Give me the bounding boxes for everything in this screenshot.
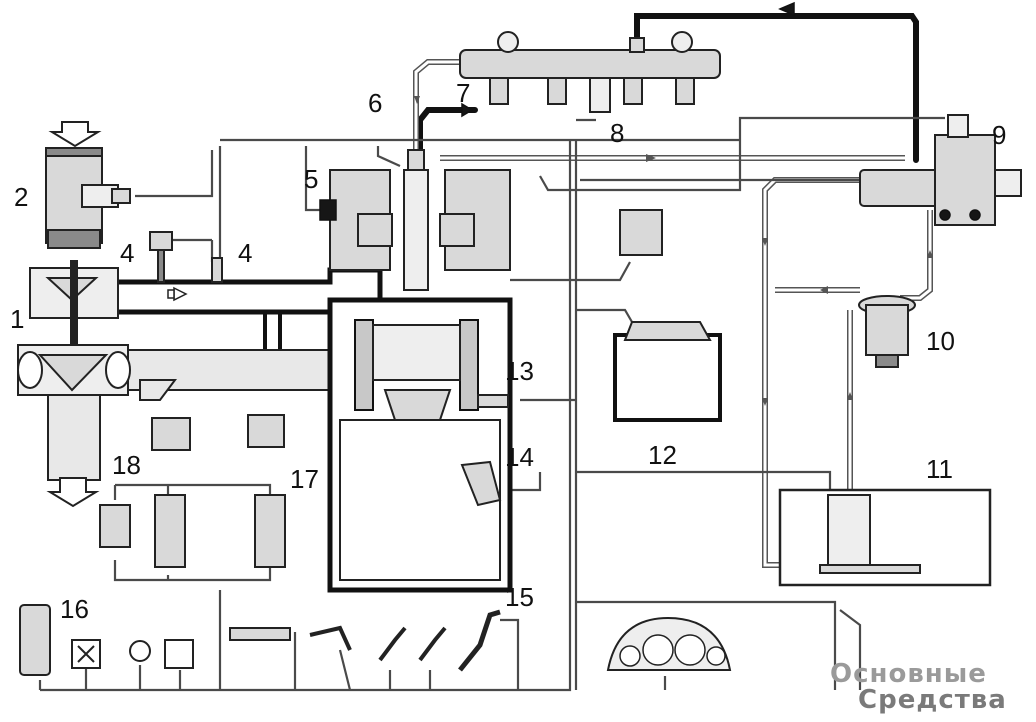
fuel-tank [778, 488, 992, 587]
air-mass-meter [45, 121, 131, 249]
crankshaft-speed-sensor [460, 460, 502, 507]
boost-pressure-sensor [149, 231, 223, 283]
watermark-line2: Средства [858, 685, 1007, 715]
instrument-cluster [606, 616, 732, 671]
exhaust-manifold [46, 349, 351, 508]
injector [319, 149, 429, 291]
wiring-harness [38, 116, 945, 692]
callout-6: 6 [368, 88, 382, 118]
egr-valve-actuators [99, 414, 286, 568]
pedals-and-switches [19, 604, 501, 676]
high-pressure-lines [417, 1, 919, 163]
callout-9: 9 [992, 120, 1006, 150]
callout-18: 18 [112, 450, 141, 480]
callout-labels: 1 2 4 4 5 6 7 8 9 10 11 12 13 14 15 16 1… [10, 78, 1006, 624]
high-pressure-pump [859, 114, 1022, 226]
engine-block [327, 169, 513, 593]
callout-17: 17 [290, 464, 319, 494]
callout-16: 16 [60, 594, 89, 624]
fuel-filter [858, 295, 916, 368]
callout-4b: 4 [238, 238, 252, 268]
watermark-line1: Основные [830, 659, 987, 689]
callout-13: 13 [505, 356, 534, 386]
callout-7: 7 [456, 78, 470, 108]
callout-8: 8 [610, 118, 624, 148]
callout-2: 2 [14, 182, 28, 212]
callout-14: 14 [505, 442, 534, 472]
engine-control-unit [613, 209, 722, 422]
watermark-logo: Основные Средства [830, 659, 1007, 715]
callout-5: 5 [304, 164, 318, 194]
callout-1: 1 [10, 304, 24, 334]
callout-10: 10 [926, 326, 955, 356]
callout-4a: 4 [120, 238, 134, 268]
coolant-temp-sensor [477, 394, 509, 408]
callout-15: 15 [505, 582, 534, 612]
turbocharger [17, 260, 131, 396]
callout-12: 12 [648, 440, 677, 470]
callout-11: 11 [926, 454, 953, 484]
common-rail [459, 31, 721, 113]
